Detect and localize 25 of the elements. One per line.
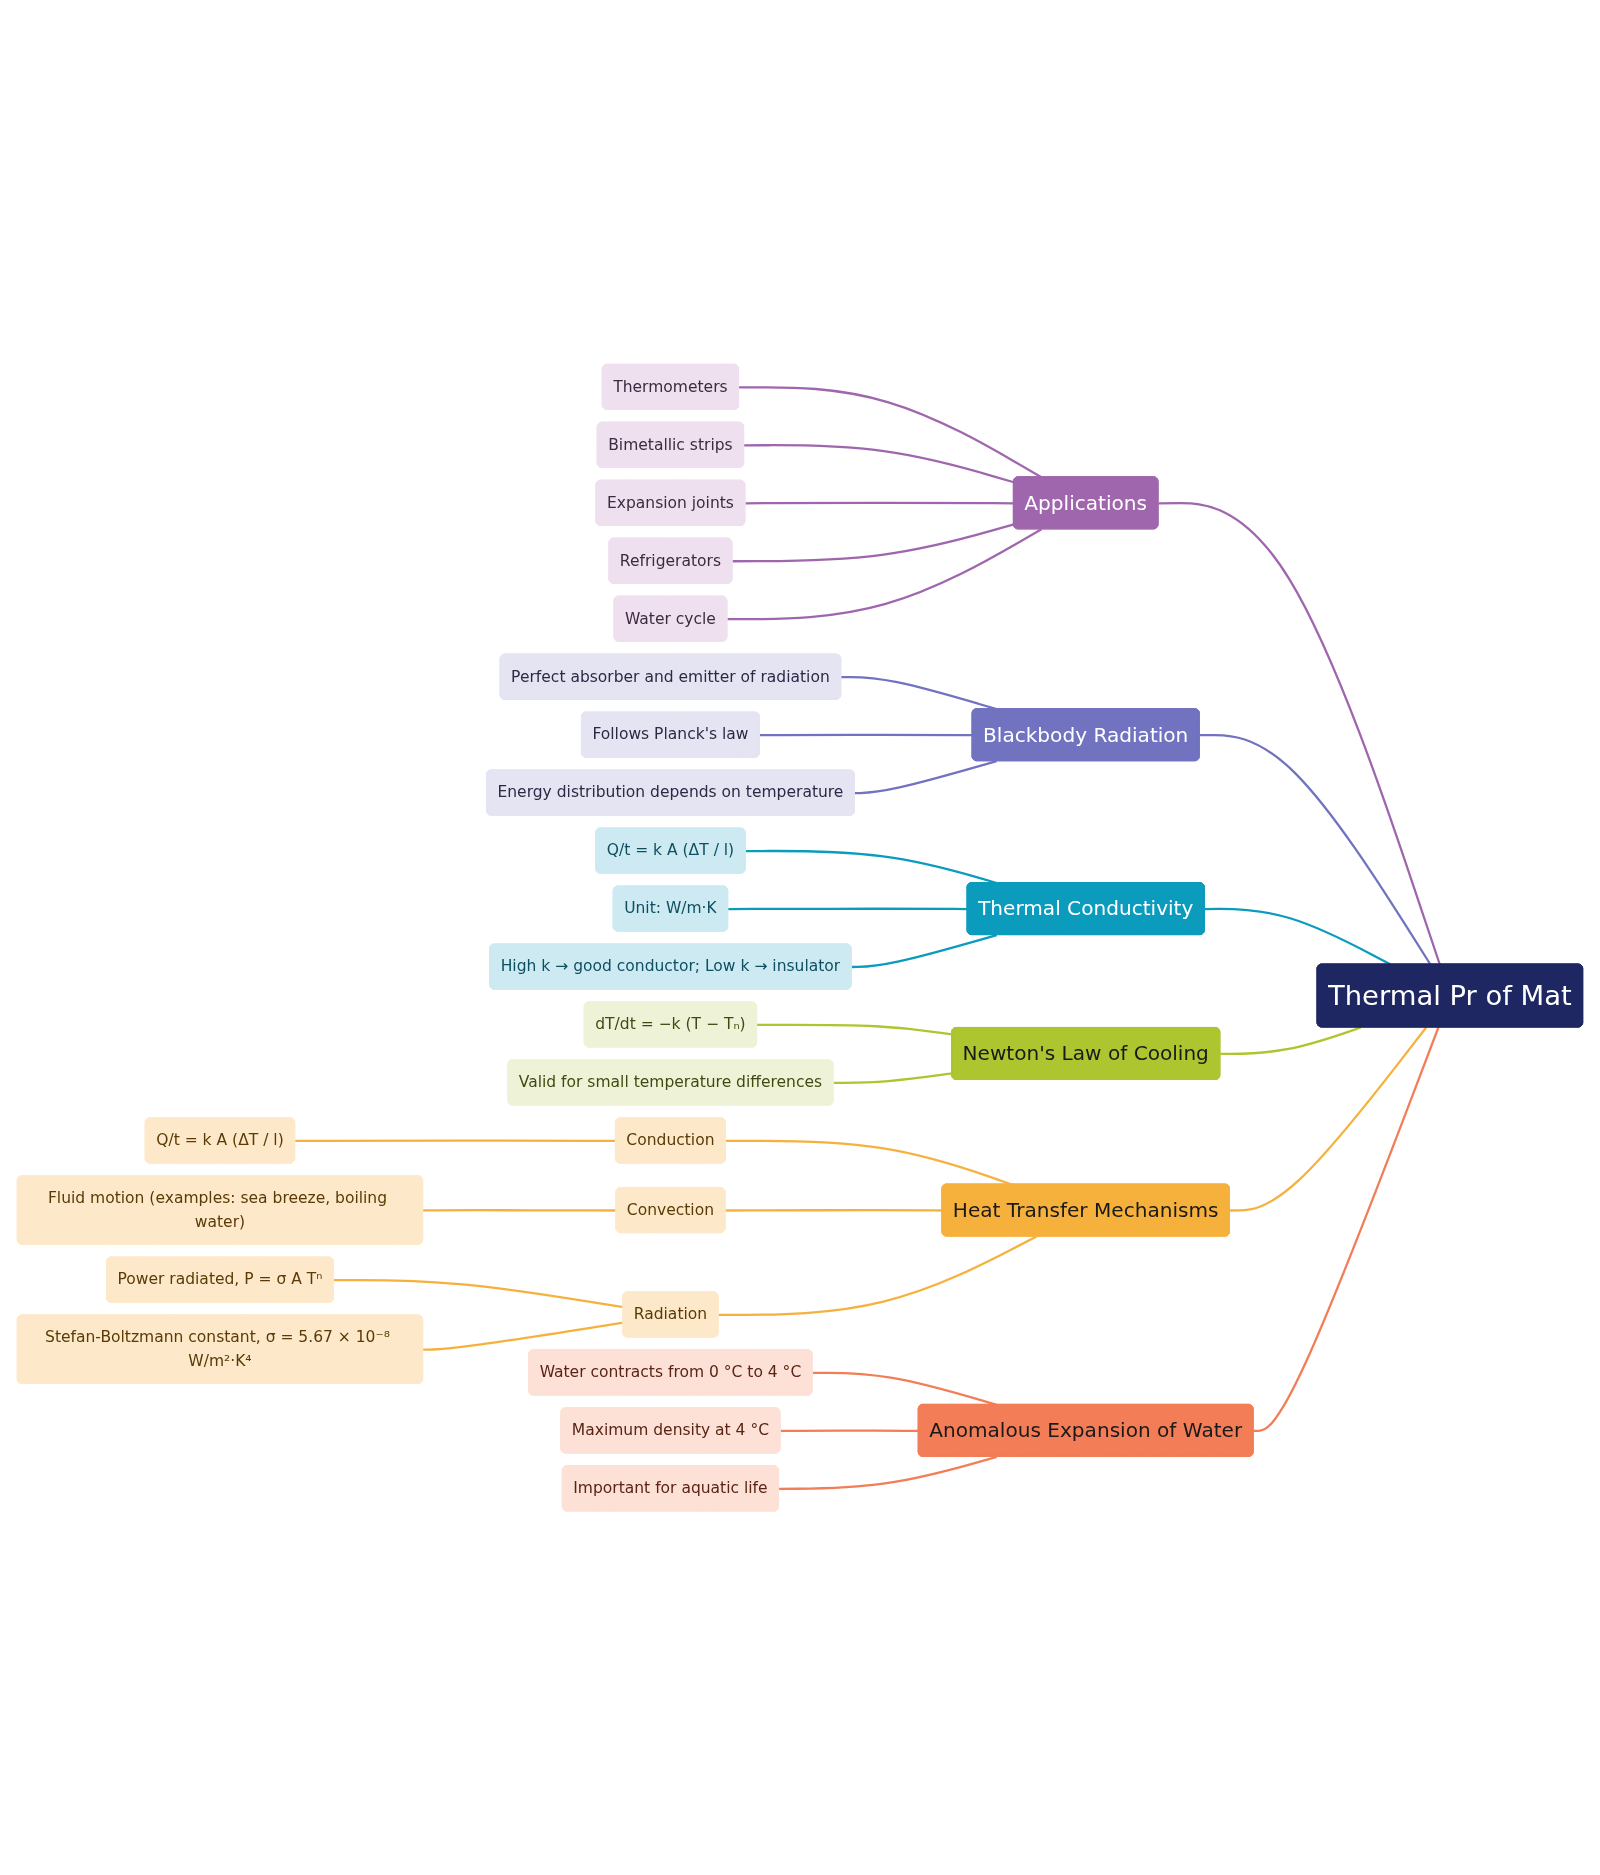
connector xyxy=(757,1023,953,1036)
connector xyxy=(854,759,997,795)
connector xyxy=(744,443,1015,484)
connector xyxy=(423,1321,624,1351)
connector xyxy=(759,733,973,737)
connector xyxy=(1220,1026,1362,1055)
connector xyxy=(1158,501,1441,965)
connector xyxy=(727,528,1042,621)
connector xyxy=(1253,1026,1440,1432)
connector xyxy=(745,849,997,884)
connector xyxy=(851,933,997,968)
connector xyxy=(780,1429,919,1432)
connector xyxy=(812,1371,997,1406)
connector xyxy=(1199,733,1432,965)
connector xyxy=(423,1208,617,1212)
connector xyxy=(779,1455,997,1490)
connector xyxy=(333,1278,624,1309)
connector xyxy=(732,523,1015,563)
connector xyxy=(1229,1026,1428,1212)
connector xyxy=(833,1072,953,1084)
connector xyxy=(745,501,1014,505)
connector xyxy=(718,1235,1037,1316)
connector xyxy=(725,1208,943,1212)
connector xyxy=(295,1139,616,1142)
connector xyxy=(728,907,968,911)
